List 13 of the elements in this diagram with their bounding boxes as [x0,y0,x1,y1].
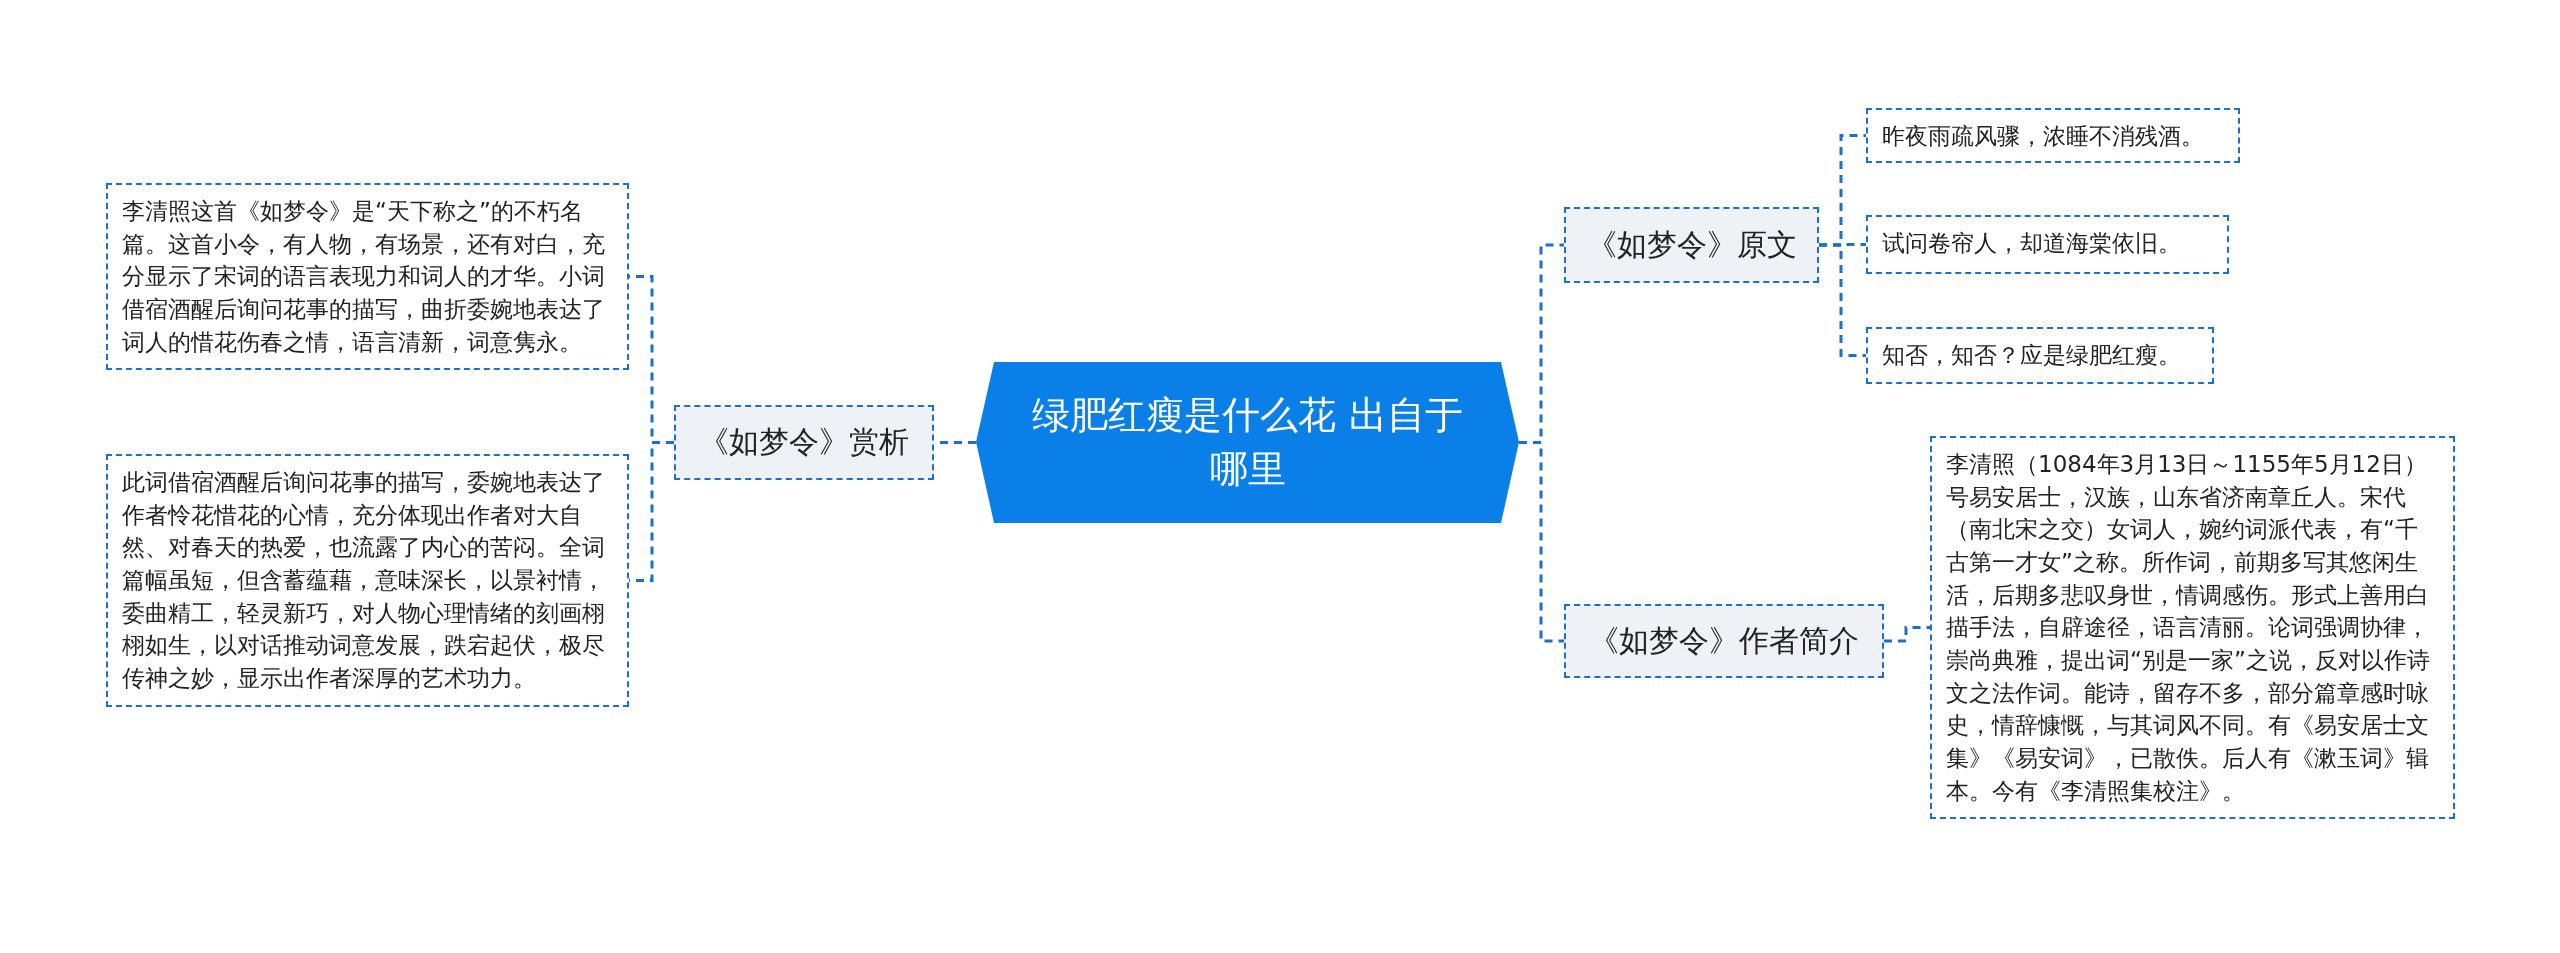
text-box: 李清照这首《如梦令》是“天下称之”的不朽名篇。这首小令，有人物，有场景，还有对白，充分显示了宋词的语言表现力和词人的才华。小词借宿酒醒后询问花事的描写，曲折委婉地表达了词人的惜花伤春之情，语言清新，词意隽永。 [106,183,629,371]
text-box: 此词借宿酒醒后询问花事的描写，委婉地表达了作者怜花惜花的心情，充分体现出作者对大自然、对春天的热爱，也流露了内心的苦闷。全词篇幅虽短，但含蓄蕴藉，意味深长，以景衬情，委曲精工，轻灵新巧，对人物心理情绪的刻画栩栩如生，以对话推动词意发展，跌宕起伏，极尽传神之妙，显示出作者深厚的艺术功力。 [106,454,629,707]
connector-line [1819,243,1866,357]
connector-line [1519,441,1564,643]
topic-box: 《如梦令》赏析 [674,405,934,480]
text-box: 昨夜雨疏风骤，浓睡不消残酒。 [1866,108,2240,163]
central-topic-hexagon: 绿肥红瘦是什么花 出自于哪里 [976,362,1519,523]
topic-box: 《如梦令》原文 [1564,207,1819,283]
connector-line [1884,626,1930,643]
text-box: 知否，知否？应是绿肥红瘦。 [1866,327,2214,384]
text-box: 李清照（1084年3月13日～1155年5月12日）号易安居士，汉族，山东省济南章丘人。宋代（南北宋之交）女词人，婉约词派代表，有“千古第一才女”之称。所作词，前期多写其悠闲生活，后期多悲叹身世，情调感伤。形式上善用白描手法，自辟途径，语言清丽。论词强调协律，崇尚典雅，提出词“别是一家”之说，反对以作诗文之法作词。能诗，留存不多，部分篇章感时咏史，情辞慷慨，与其词风不同。有《易安居士文集》《易安词》，已散佚。后人有《漱玉词》辑本。今有《李清照集校注》。 [1930,436,2455,820]
text-box: 试问卷帘人，却道海棠依旧。 [1866,215,2229,274]
topic-box: 《如梦令》作者简介 [1564,604,1884,678]
